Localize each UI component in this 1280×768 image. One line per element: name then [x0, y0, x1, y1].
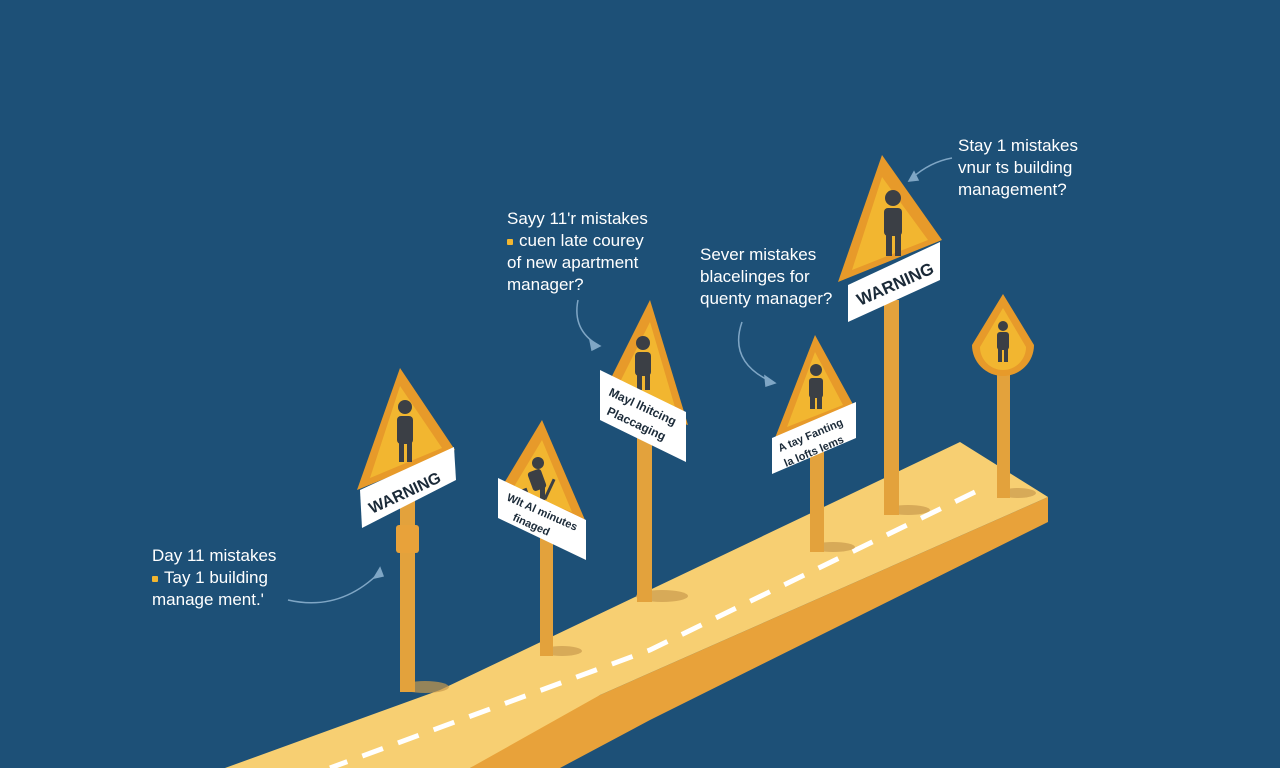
- warning-sign-6: [972, 294, 1036, 498]
- note-line: manage ment.': [152, 590, 264, 609]
- arrow-mid-right-head: [764, 374, 777, 388]
- sign-pole: [637, 430, 652, 602]
- bullet-icon: [152, 575, 158, 582]
- note-line: blacelinges for: [700, 267, 810, 286]
- sign-plate: [772, 402, 856, 474]
- road: [225, 442, 1048, 768]
- note-line: Sever mistakes: [700, 245, 817, 264]
- arrow-center-head: [588, 338, 602, 352]
- bullet-icon: [507, 238, 513, 245]
- road-center-line: [329, 489, 977, 768]
- note-line: management?: [958, 180, 1067, 199]
- note-line: quenty manager?: [700, 289, 833, 308]
- person-standing-icon: [809, 364, 823, 409]
- callout-arrows: [287, 157, 953, 604]
- sign-plate: [848, 242, 940, 322]
- warning-sign-1: WARNING: [357, 368, 456, 693]
- arrow-mid-right: [737, 321, 773, 383]
- warning-sign-5: WARNING: [838, 155, 942, 515]
- person-standing-icon: [635, 336, 651, 390]
- arrow-top-right: [911, 157, 953, 179]
- note-mid-right: Sever mistakes blacelinges for quenty ma…: [700, 244, 832, 310]
- note-line: of new apartment: [507, 253, 639, 272]
- note-line: Stay 1 mistakes: [958, 136, 1078, 155]
- note-left: Day 11 mistakes Tay 1 building manage me…: [152, 545, 276, 611]
- note-top-right: Stay 1 mistakes vnur ts building managem…: [958, 135, 1078, 201]
- sign-plate: [360, 447, 456, 528]
- note-line: manager?: [507, 275, 584, 294]
- sign-pole: [540, 520, 553, 656]
- arrow-top-right-head: [907, 170, 920, 182]
- warning-sign-4: A tay Fanting la lofts lems: [772, 335, 856, 552]
- road-top: [225, 442, 1048, 768]
- arrow-center: [576, 299, 599, 346]
- sign-plate: [498, 478, 586, 560]
- note-line: cuen late courey: [507, 230, 648, 252]
- note-center: Sayy 11'r mistakes cuen late courey of n…: [507, 208, 648, 296]
- person-standing-icon: [997, 321, 1009, 362]
- note-line: Sayy 11'r mistakes: [507, 209, 648, 228]
- note-line: vnur ts building: [958, 158, 1073, 177]
- warning-sign-3: Mayl lhitcing Placcaging: [600, 300, 688, 602]
- sign-plate: [600, 370, 686, 462]
- sign-pole: [884, 300, 899, 515]
- sign-pole: [810, 440, 824, 552]
- sign-pole: [997, 372, 1010, 498]
- person-standing-icon: [884, 190, 902, 256]
- arrow-left-head: [372, 566, 385, 580]
- warning-sign-2: Wlt Al minutes finaged: [498, 420, 586, 656]
- arrow-left: [287, 571, 381, 604]
- note-line: Tay 1 building: [152, 567, 276, 589]
- person-standing-icon: [397, 400, 413, 462]
- note-line: Day 11 mistakes: [152, 546, 277, 565]
- road-side: [470, 497, 1048, 768]
